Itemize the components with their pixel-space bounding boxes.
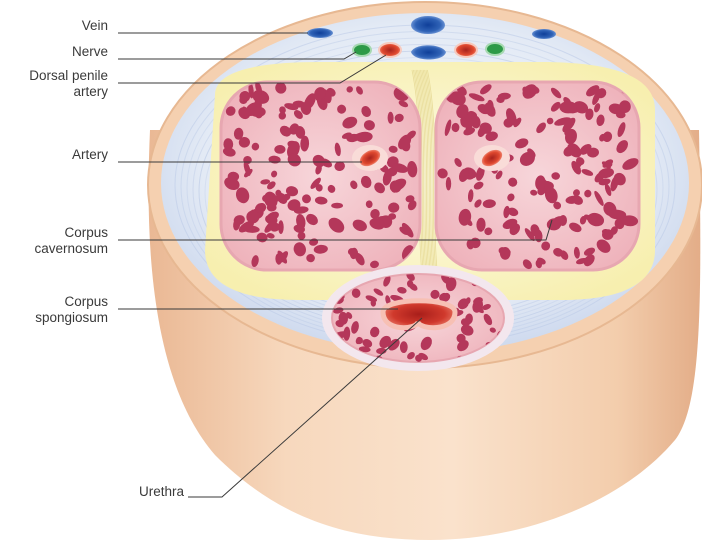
sinusoid bbox=[559, 101, 577, 113]
deep-dorsal-vein bbox=[411, 16, 445, 34]
label-vein: Vein bbox=[82, 18, 108, 34]
superficial-vein-right bbox=[532, 29, 556, 39]
label-urethra: Urethra bbox=[139, 484, 184, 500]
sinusoid bbox=[446, 177, 451, 190]
sinusoid bbox=[407, 280, 413, 287]
label-corpus-spongiosum: Corpus spongiosum bbox=[35, 294, 108, 326]
dorsal-nerve-left bbox=[353, 44, 371, 56]
label-corpus-cavernosum: Corpus cavernosum bbox=[34, 225, 108, 257]
dorsal-artery-left bbox=[379, 43, 401, 57]
label-artery: Artery bbox=[72, 147, 108, 163]
urethra bbox=[383, 301, 455, 328]
label-nerve: Nerve bbox=[72, 44, 108, 60]
label-dorsal-penile-artery: Dorsal penile artery bbox=[29, 68, 108, 100]
sinusoid bbox=[331, 203, 343, 209]
dorsal-nerve-right bbox=[486, 43, 504, 55]
dorsal-artery-right bbox=[455, 43, 477, 57]
superficial-vein-left bbox=[307, 28, 333, 38]
